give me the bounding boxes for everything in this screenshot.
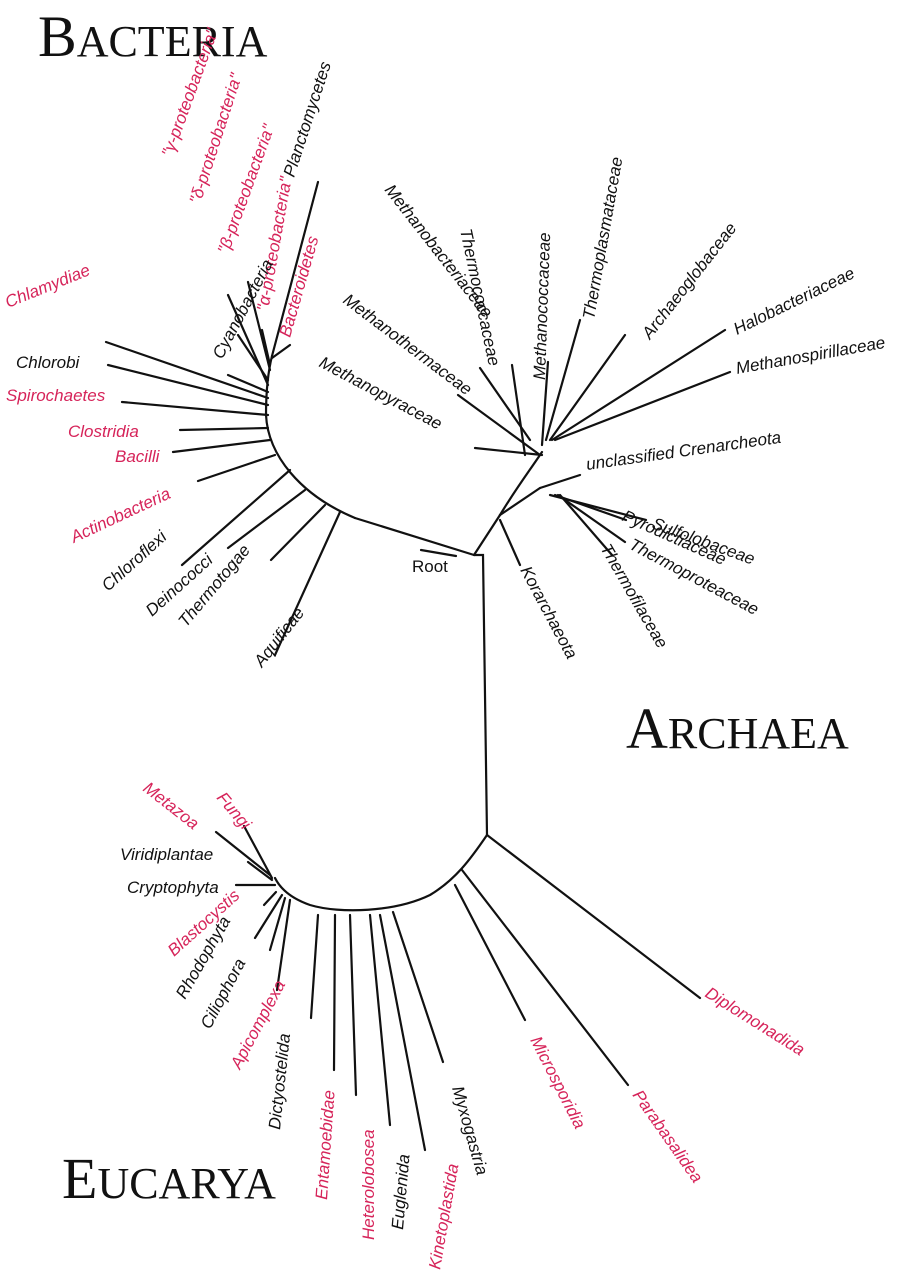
bacteria-taxon-label: Spirochaetes (6, 386, 106, 405)
bacteria-branch-11 (171, 438, 272, 454)
bacteria-branch-15 (269, 503, 327, 562)
root-to-eucarya-branch (472, 553, 489, 837)
bacteria-branch-3 (260, 328, 272, 367)
eucarya-branch-2 (246, 860, 274, 882)
eucarya-branch-7 (275, 898, 292, 992)
bacteria-branch-10 (178, 426, 270, 432)
archaea-taxon-label: Archaeoglobaceae (638, 219, 741, 343)
bacteria-branch-14 (226, 488, 307, 550)
eucarya-branch-5 (253, 893, 284, 940)
root-label: Root (412, 557, 448, 576)
bacteria-branch-8 (106, 363, 270, 407)
archaea-branch-3 (544, 318, 582, 442)
bacteria-branch-1 (246, 280, 272, 372)
eucarya-branch-13 (391, 910, 445, 1064)
tree-labels: Planctomycetes"β-proteobacteria""γ-prote… (2, 25, 886, 1271)
eucarya-branch-0 (214, 830, 272, 877)
eucarya-branch-12 (378, 913, 427, 1152)
eucarya-branch-6 (268, 896, 287, 952)
eucarya-branch-14 (453, 883, 527, 1022)
bacteria-branch-9 (120, 400, 270, 417)
archaea-branch-12 (556, 493, 627, 544)
eucarya-taxon-label: Entamoebidae (312, 1090, 339, 1201)
eucarya-taxon-label: Microsporidia (526, 1033, 589, 1132)
eucarya-taxon-label: Diplomonadida (702, 983, 808, 1059)
eucarya-backbone-curve (273, 833, 489, 912)
bacteria-branch-13 (180, 468, 292, 567)
archaea-branch-1 (510, 363, 527, 457)
archaea-taxon-label: Korarchaeota (516, 563, 581, 662)
archaea-branch-7 (456, 393, 542, 457)
eucarya-taxon-label: Cryptophyta (127, 878, 219, 897)
eucarya-taxon-label: Kinetoplastida (425, 1162, 462, 1270)
eucarya-branch-10 (348, 913, 358, 1097)
archaea-branch-11 (553, 493, 628, 522)
archaea-branch-4 (548, 333, 627, 442)
bacteria-branch-6 (226, 373, 270, 394)
archaea-taxon-label: Halobacteriaceae (730, 264, 857, 339)
eucarya-branch-11 (368, 913, 392, 1127)
archaea-domain-title: ARCHAEA (626, 696, 849, 761)
bacteria-taxon-label: Aquificae (250, 604, 309, 672)
eucarya-branch-1 (242, 824, 274, 880)
archaea-backbone-crenarcheota (498, 486, 542, 517)
eucarya-taxon-label: Viridiplantae (120, 845, 213, 864)
eucarya-branch-15 (460, 868, 630, 1087)
eucarya-taxon-label: Metazoa (140, 778, 203, 833)
eucarya-branch-8 (309, 913, 320, 1020)
bacteria-branch-0 (270, 180, 320, 358)
bacteria-taxon-label: Chlorobi (16, 353, 81, 372)
archaea-branch-9 (538, 473, 582, 490)
archaea-branch-5 (550, 328, 727, 442)
archaea-taxon-label: unclassified Crenarcheota (585, 428, 782, 474)
archaea-branch-6 (553, 370, 732, 442)
bacteria-taxon-label: Planctomycetes (280, 59, 335, 179)
eucarya-taxon-label: Parabasalidea (629, 1086, 707, 1186)
eucarya-taxon-label: Myxogastria (448, 1084, 492, 1177)
bacteria-branch-7 (104, 340, 270, 400)
archaea-backbone-upper (498, 450, 544, 517)
bacteria-taxon-label: Chloroflexi (98, 526, 171, 595)
bacteria-taxon-label: Bacilli (115, 447, 161, 466)
root-to-archaea-branch (472, 513, 502, 557)
eucarya-taxon-label: Fungi (213, 788, 256, 834)
eucarya-taxon-label: Euglenida (388, 1153, 414, 1230)
archaea-branch-8 (473, 446, 544, 457)
archaea-taxon-label: Methanospirillaceae (734, 333, 886, 378)
eucarya-domain-title: EUCARYA (62, 1146, 276, 1211)
eucarya-branch-9 (332, 913, 337, 1072)
bacteria-domain-title: BACTERIA (38, 4, 268, 69)
bacteria-branch-4 (236, 333, 270, 382)
archaea-branch-13 (558, 493, 614, 557)
eucarya-taxon-label: Heterolobosea (359, 1129, 378, 1240)
eucarya-taxon-label: Dictyostelida (265, 1033, 294, 1131)
archaea-branch-2 (540, 360, 550, 447)
root-marker-line (419, 548, 458, 558)
bacteria-branch-16 (273, 510, 342, 657)
archaea-taxon-label: Thermoplasmataceae (579, 155, 626, 320)
archaea-taxon-label: Methanococcaceae (530, 232, 554, 380)
bacteria-taxon-label: Chlamydiae (2, 260, 92, 311)
bacteria-branch-5 (270, 343, 292, 360)
bacteria-branch-12 (196, 453, 277, 483)
root-to-bacteria-branch (353, 516, 476, 557)
bacteria-taxon-label: Clostridia (68, 422, 139, 441)
tree-branches (104, 180, 732, 1152)
eucarya-branch-4 (262, 890, 278, 907)
eucarya-branch-16 (485, 833, 702, 1000)
archaea-branch-14 (498, 518, 522, 567)
